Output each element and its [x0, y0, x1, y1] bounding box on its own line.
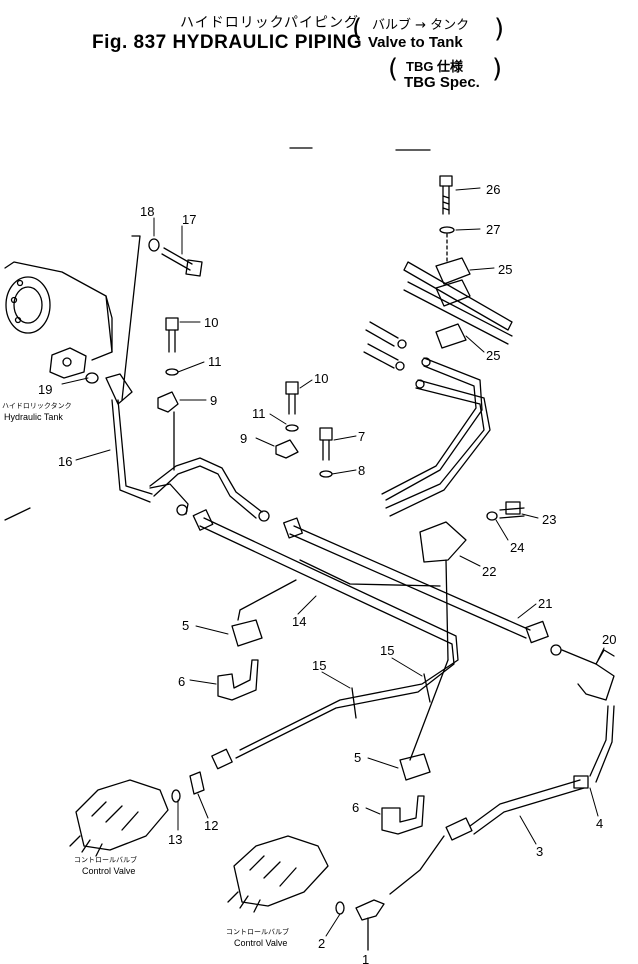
hydraulic-tank [4, 261, 113, 521]
label-13: 13 [168, 832, 182, 847]
label-1: 1 [362, 952, 369, 964]
paren-close: ) [494, 14, 505, 44]
paren-open-2: ( [388, 54, 399, 84]
label-7: 7 [358, 429, 365, 444]
component-labels: ハイドロリックタンク Hydraulic Tank コントロールバルブ Cont… [2, 401, 289, 948]
label-16: 16 [58, 454, 72, 469]
valve-label-jp-2: コントロールバルブ [226, 927, 289, 936]
title-text: HYDRAULIC PIPING [172, 32, 363, 53]
spec-japanese: TBG 仕様 [406, 59, 464, 74]
label-23: 23 [542, 512, 556, 527]
part-labels: 26 27 25 25 18 17 10 11 9 10 11 9 7 8 19… [38, 182, 616, 964]
hose-21 [283, 517, 549, 644]
control-valve-upper [69, 779, 169, 857]
bracket-22 [409, 501, 525, 761]
title-block: ハイドロリックパイピング Fig. 837 HYDRAULIC PIPING (… [92, 12, 552, 102]
small-fittings [171, 771, 385, 951]
route-japanese: バルブ → タンク [372, 18, 470, 33]
title-main: Fig. 837 HYDRAULIC PIPING [92, 32, 362, 54]
label-9b: 9 [240, 431, 247, 446]
label-6b: 6 [352, 800, 359, 815]
route-english: Valve to Tank [368, 34, 463, 51]
label-5b: 5 [354, 750, 361, 765]
label-18: 18 [140, 204, 154, 219]
valve-label-en-1: Control Valve [82, 866, 135, 876]
upper-right-clamp-assembly [403, 175, 513, 349]
tank-label-en: Hydraulic Tank [4, 412, 63, 422]
valve-label-en-2: Control Valve [234, 938, 287, 948]
label-8: 8 [358, 463, 365, 478]
figure-number: Fig. 837 [92, 32, 167, 53]
label-14: 14 [292, 614, 306, 629]
label-11b: 11 [252, 406, 266, 421]
dash-marks [289, 147, 431, 151]
bolts-and-clips-left [157, 317, 179, 471]
control-valve-lower [227, 835, 329, 913]
label-10b: 10 [314, 371, 328, 386]
label-22: 22 [482, 564, 496, 579]
tank-label-jp: ハイドロリックタンク [2, 401, 72, 410]
label-3: 3 [536, 844, 543, 859]
label-20: 20 [602, 632, 616, 647]
label-12: 12 [204, 818, 218, 833]
hose-14 [192, 509, 459, 770]
label-27: 27 [486, 222, 500, 237]
label-2: 2 [318, 936, 325, 951]
spec-english: TBG Spec. [404, 74, 480, 91]
hose-3 [389, 779, 585, 895]
label-6a: 6 [178, 674, 185, 689]
label-15b: 15 [380, 643, 394, 658]
label-26: 26 [486, 182, 500, 197]
label-5a: 5 [182, 618, 189, 633]
label-19: 19 [38, 382, 52, 397]
label-21: 21 [538, 596, 552, 611]
label-15a: 15 [312, 658, 326, 673]
fitting-20 [550, 644, 615, 789]
valve-label-jp-1: コントロールバルブ [74, 855, 137, 864]
label-25b: 25 [486, 348, 500, 363]
label-11a: 11 [208, 354, 222, 369]
paren-open: ( [352, 14, 363, 44]
clamps-5-6 [217, 619, 431, 835]
upper-right-tubes [363, 321, 491, 517]
label-10a: 10 [204, 315, 218, 330]
label-4: 4 [596, 816, 603, 831]
bolt-17-washer-18 [121, 235, 203, 401]
leader-lines [61, 187, 605, 937]
paren-close-2: ) [492, 54, 503, 84]
pipe-16 [85, 372, 270, 522]
label-25a: 25 [498, 262, 512, 277]
label-24: 24 [510, 540, 524, 555]
bolts-and-clips-center [275, 381, 333, 478]
label-17: 17 [182, 212, 196, 227]
label-9a: 9 [210, 393, 217, 408]
title-japanese: ハイドロリックパイピング [180, 15, 360, 31]
